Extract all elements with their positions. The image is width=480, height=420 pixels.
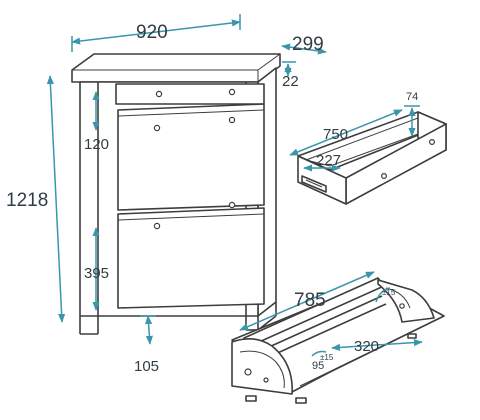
compartment-angle-top-label: ±15 — [382, 288, 396, 297]
compartment-angle-bottom-tolerance: ±15 — [320, 353, 334, 362]
cabinet-top-thickness-label: 22 — [282, 73, 299, 90]
leg-height-label: 105 — [134, 358, 159, 375]
lower-door-knob-left — [153, 222, 161, 230]
cabinet-illustration — [71, 53, 281, 335]
compartment-angle-bottom-value: 95 — [312, 360, 324, 372]
cabinet-dimensions: 920 299 22 1218 120 395 105 — [6, 14, 327, 375]
cabinet-depth-label: 299 — [292, 34, 324, 55]
drawer-inner-width-label: 227 — [316, 152, 341, 169]
drawer-dimensions: 74 750 227 — [289, 91, 420, 172]
drawer-knob-left — [155, 90, 163, 98]
drawer-knob-right — [228, 88, 236, 96]
drawer-knob-illustration — [381, 173, 388, 180]
compartment-left-bracket — [231, 338, 293, 395]
compartment-length-label: 785 — [294, 290, 326, 311]
drawer-length-label: 750 — [323, 126, 348, 143]
cabinet-height-label: 1218 — [6, 190, 48, 211]
cabinet-drawer-front — [115, 83, 265, 105]
lower-door-knob-right — [228, 201, 236, 209]
compartment-dimensions: 785 320 ±15 95 ±15 — [239, 271, 423, 372]
drawer-front-height-label: 120 — [84, 136, 109, 153]
cabinet-width-label: 920 — [136, 22, 168, 43]
drawer-height-label: 74 — [406, 91, 418, 103]
compartment-depth-label: 320 — [354, 338, 379, 355]
upper-door-knob-right — [228, 116, 236, 124]
upper-door-knob-left — [153, 124, 161, 132]
cabinet-top-slab — [71, 53, 281, 83]
lower-door-offset-label: 395 — [84, 265, 109, 282]
cabinet-lower-flip-door — [117, 207, 265, 309]
cabinet-upper-flip-door — [117, 103, 265, 211]
